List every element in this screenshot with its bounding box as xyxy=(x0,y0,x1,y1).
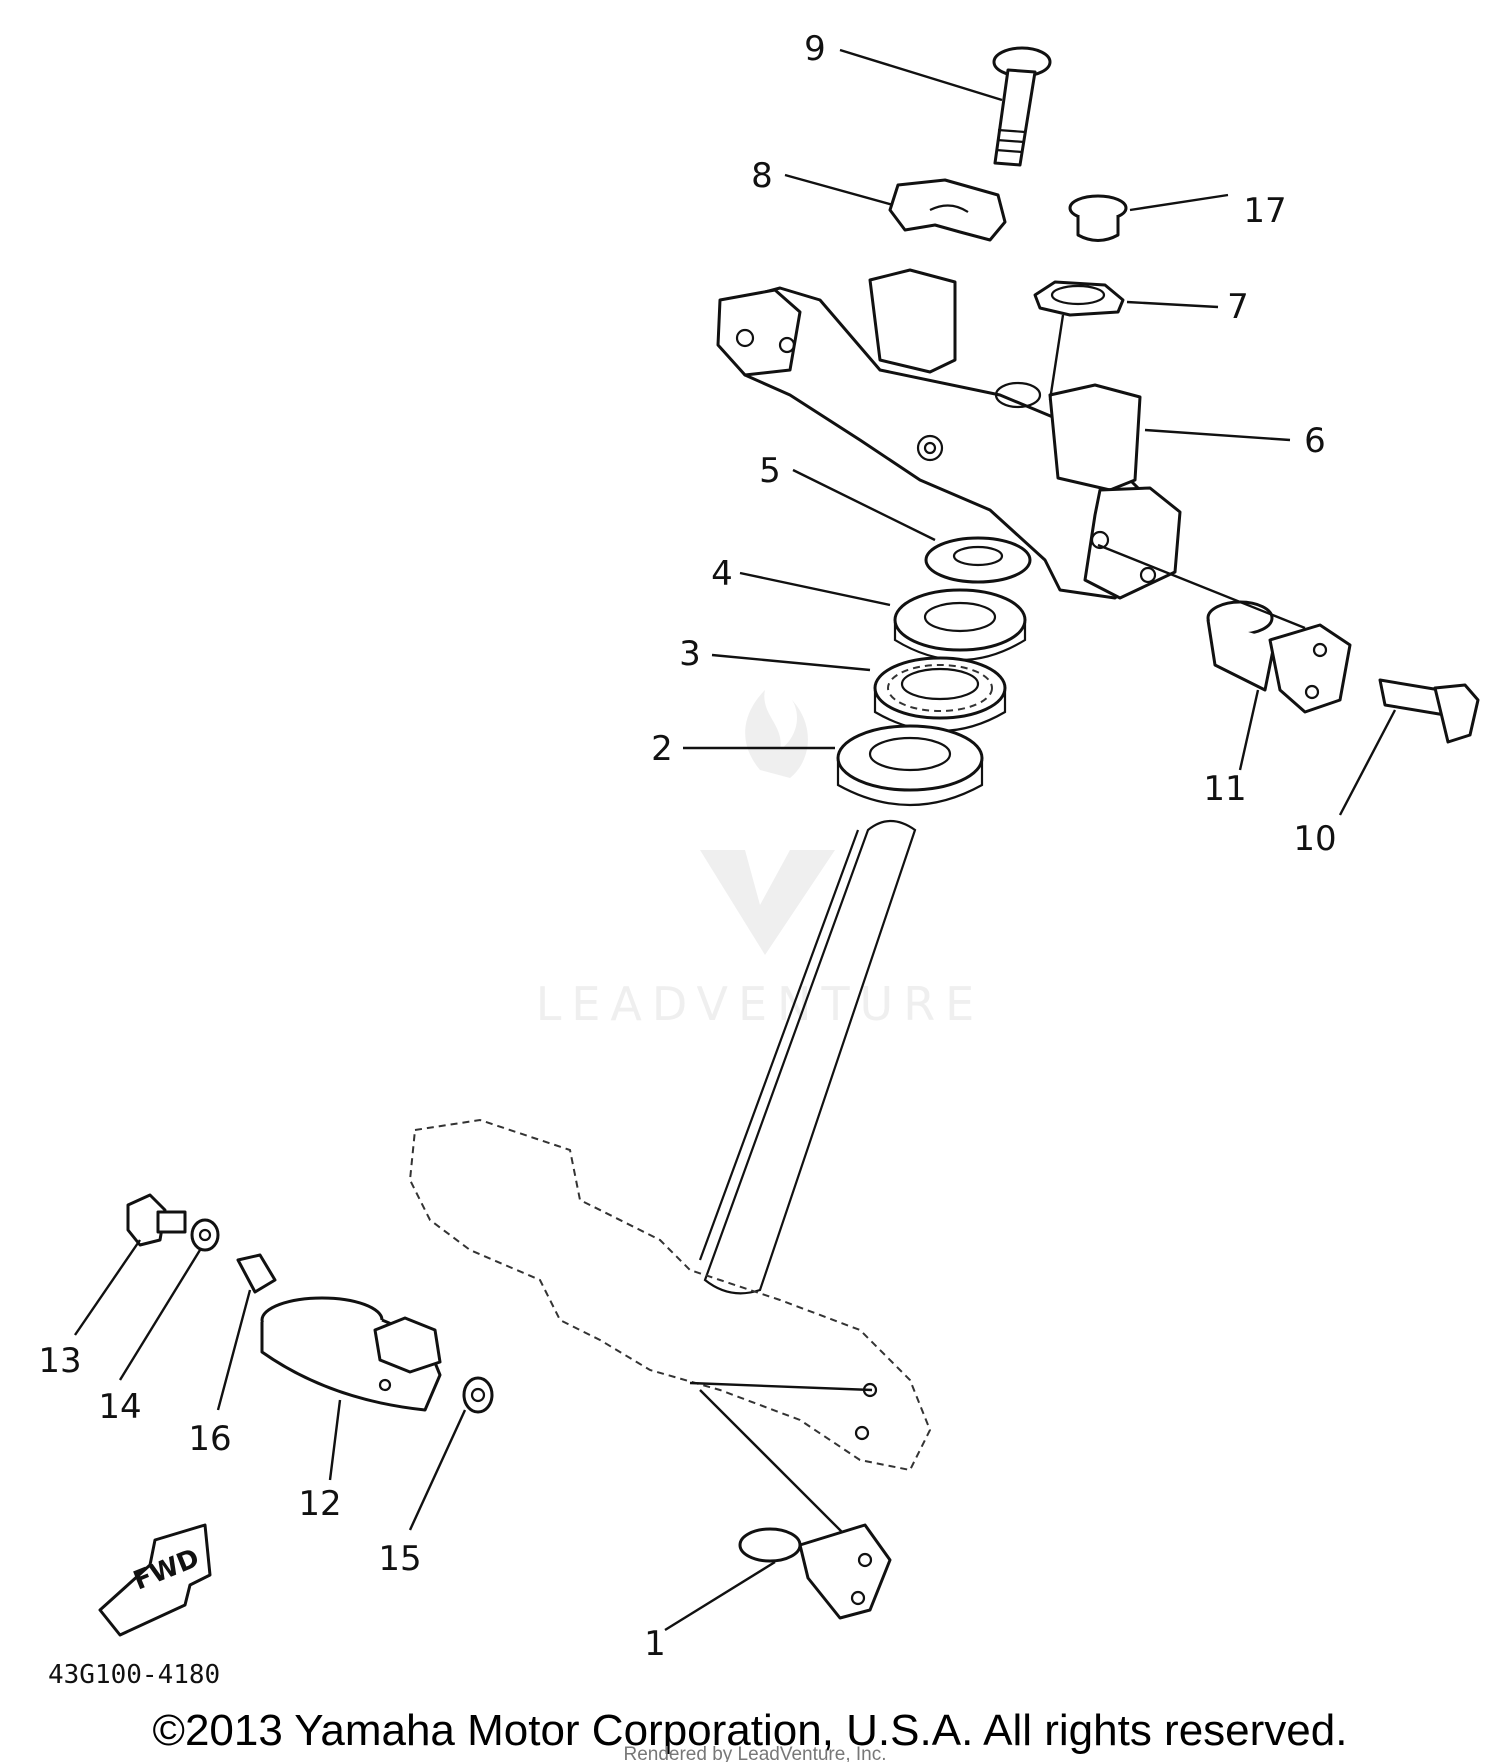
part-3-bearing xyxy=(873,656,1007,733)
part-1-clamp xyxy=(738,1523,892,1620)
callout-11: 11 xyxy=(1203,769,1246,809)
callout-2: 2 xyxy=(651,729,673,769)
callout-8: 8 xyxy=(751,156,773,196)
part-13-bolt xyxy=(126,1193,187,1247)
part-4-cover xyxy=(893,588,1027,661)
leader-lines xyxy=(74,48,1397,1632)
callout-12: 12 xyxy=(298,1484,341,1524)
callout-5: 5 xyxy=(759,451,781,491)
part-9-bolt xyxy=(992,46,1052,167)
callout-15: 15 xyxy=(378,1539,421,1579)
part-6-upper-bracket xyxy=(716,268,1182,600)
callout-labels: 1 2 3 4 5 6 7 8 9 10 11 12 13 14 16 15 1… xyxy=(38,29,1336,1664)
part-16-collar xyxy=(236,1253,277,1294)
part-2-bearing-race xyxy=(836,724,984,806)
part-14-washer xyxy=(190,1218,220,1252)
part-5-ring-nut xyxy=(924,536,1032,584)
callout-4: 4 xyxy=(711,554,733,594)
callout-9: 9 xyxy=(804,29,826,69)
part-10-bolt xyxy=(1378,678,1480,744)
part-15-nut xyxy=(462,1376,494,1414)
callout-13: 13 xyxy=(38,1341,81,1381)
watermark-text: LEADVENTURE xyxy=(536,977,985,1031)
callout-3: 3 xyxy=(679,634,701,674)
callout-16: 16 xyxy=(188,1419,231,1459)
callout-7: 7 xyxy=(1227,287,1249,327)
leadventure-watermark: LEADVENTURE xyxy=(536,690,985,1031)
copyright-notice: ©2013 Yamaha Motor Corporation, U.S.A. A… xyxy=(153,1706,1348,1755)
figure-code: 43G100-4180 xyxy=(48,1660,220,1690)
callout-14: 14 xyxy=(98,1387,141,1427)
part-12-clamp xyxy=(260,1296,442,1412)
callout-17: 17 xyxy=(1243,191,1286,231)
part-11-clamp xyxy=(1206,600,1352,714)
part-17-cap xyxy=(1068,194,1128,242)
callout-6: 6 xyxy=(1304,421,1326,461)
fwd-arrow: FWD xyxy=(98,1523,212,1637)
rendered-by: Rendered by LeadVenture, Inc. xyxy=(623,1744,886,1762)
part-8-handlebar-holder xyxy=(888,178,1007,242)
part-1-steering-stem xyxy=(408,819,932,1561)
callout-1: 1 xyxy=(644,1624,666,1664)
callout-10: 10 xyxy=(1293,819,1336,859)
part-7-nut xyxy=(1033,280,1125,317)
